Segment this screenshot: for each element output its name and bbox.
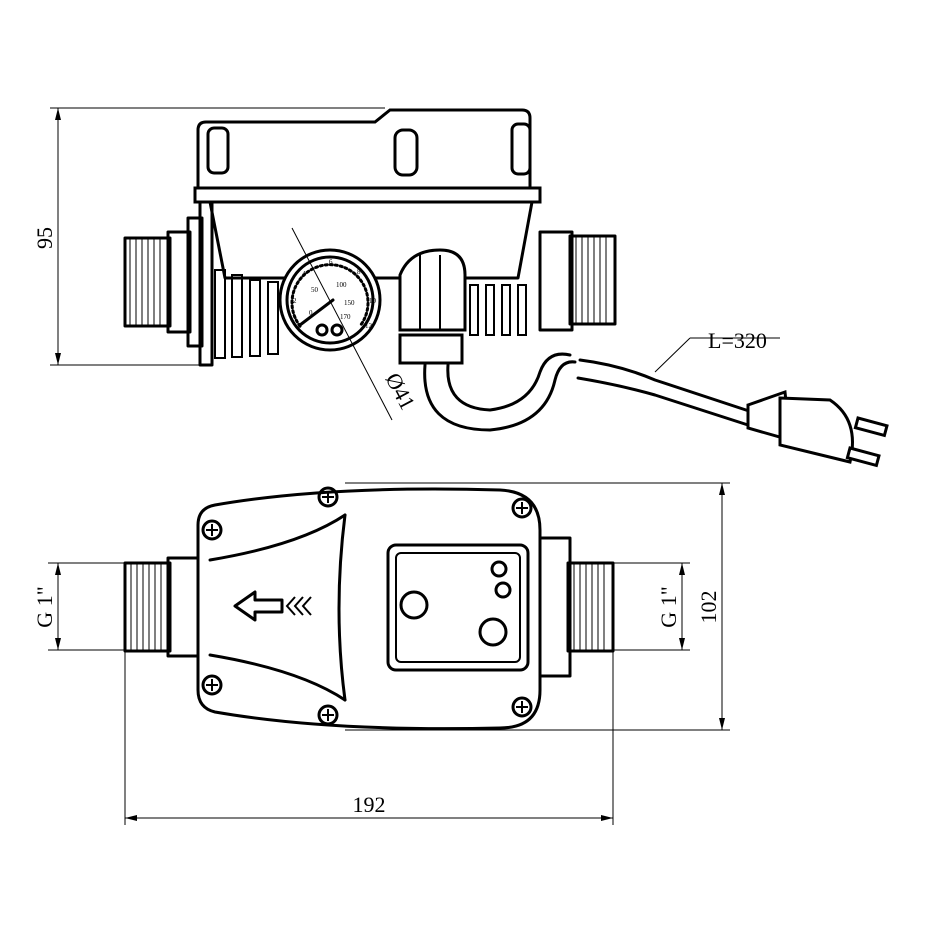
dim-height-top: 95 [32,227,57,249]
top-view: 102 G 1" G 1" 192 [32,482,730,825]
indicator-led [399,590,429,620]
gauge-outer-label: 2 [293,297,297,305]
dim-length: 192 [353,792,386,817]
right-nut [538,536,572,678]
screws [201,486,533,726]
indicator-led [494,581,512,599]
gauge-outer-label: 4 [302,270,306,278]
gauge-outer-label: 12 [365,322,373,330]
dim-gauge-diameter: Ø41 [381,369,421,414]
gauge-inner-label: 170 [340,313,351,321]
right-nut [538,230,574,332]
side-view: 95 0 2 4 [32,107,889,468]
gauge-needle [298,298,335,327]
reset-button [478,617,508,647]
dim-cable-length: L=320 [708,328,767,353]
thread-lines [575,236,607,324]
chevrons-icon [285,596,312,616]
gauge-outer-label: 6 [329,258,333,266]
gauge-inner-label: 50 [311,286,319,294]
indicator-led [490,560,508,578]
thread-lines [129,238,161,326]
housing-contour [208,513,347,702]
power-plug [746,389,889,468]
cover [196,108,532,197]
left-flange [186,216,204,348]
gauge-diameter-line [291,227,393,421]
gland-nut [398,333,464,365]
gauge-inner-label: 150 [344,299,355,307]
dim-thread-right: G 1" [656,586,681,627]
leader-line [654,337,691,373]
housing-top [208,200,534,280]
cable-gland [398,248,467,332]
gauge-outer-label: 8 [357,268,361,276]
control-panel [386,543,530,672]
dim-thread-left: G 1" [32,586,57,627]
right-thread [568,234,617,326]
gauge-inner-label: 0 [309,309,313,317]
left-nut [166,230,192,334]
gauge-inner-label: 100 [336,281,347,289]
body-ribs [214,269,527,359]
cover-latches [206,122,532,177]
dim-height-bottom: 102 [696,591,721,624]
left-thread [123,561,172,653]
housing-outline [196,487,542,731]
power-cable [423,360,577,432]
gauge-outer-label: 10 [369,297,377,305]
flow-direction-arrow-icon [233,590,284,622]
right-thread [566,561,615,653]
cover-rim [193,186,542,204]
